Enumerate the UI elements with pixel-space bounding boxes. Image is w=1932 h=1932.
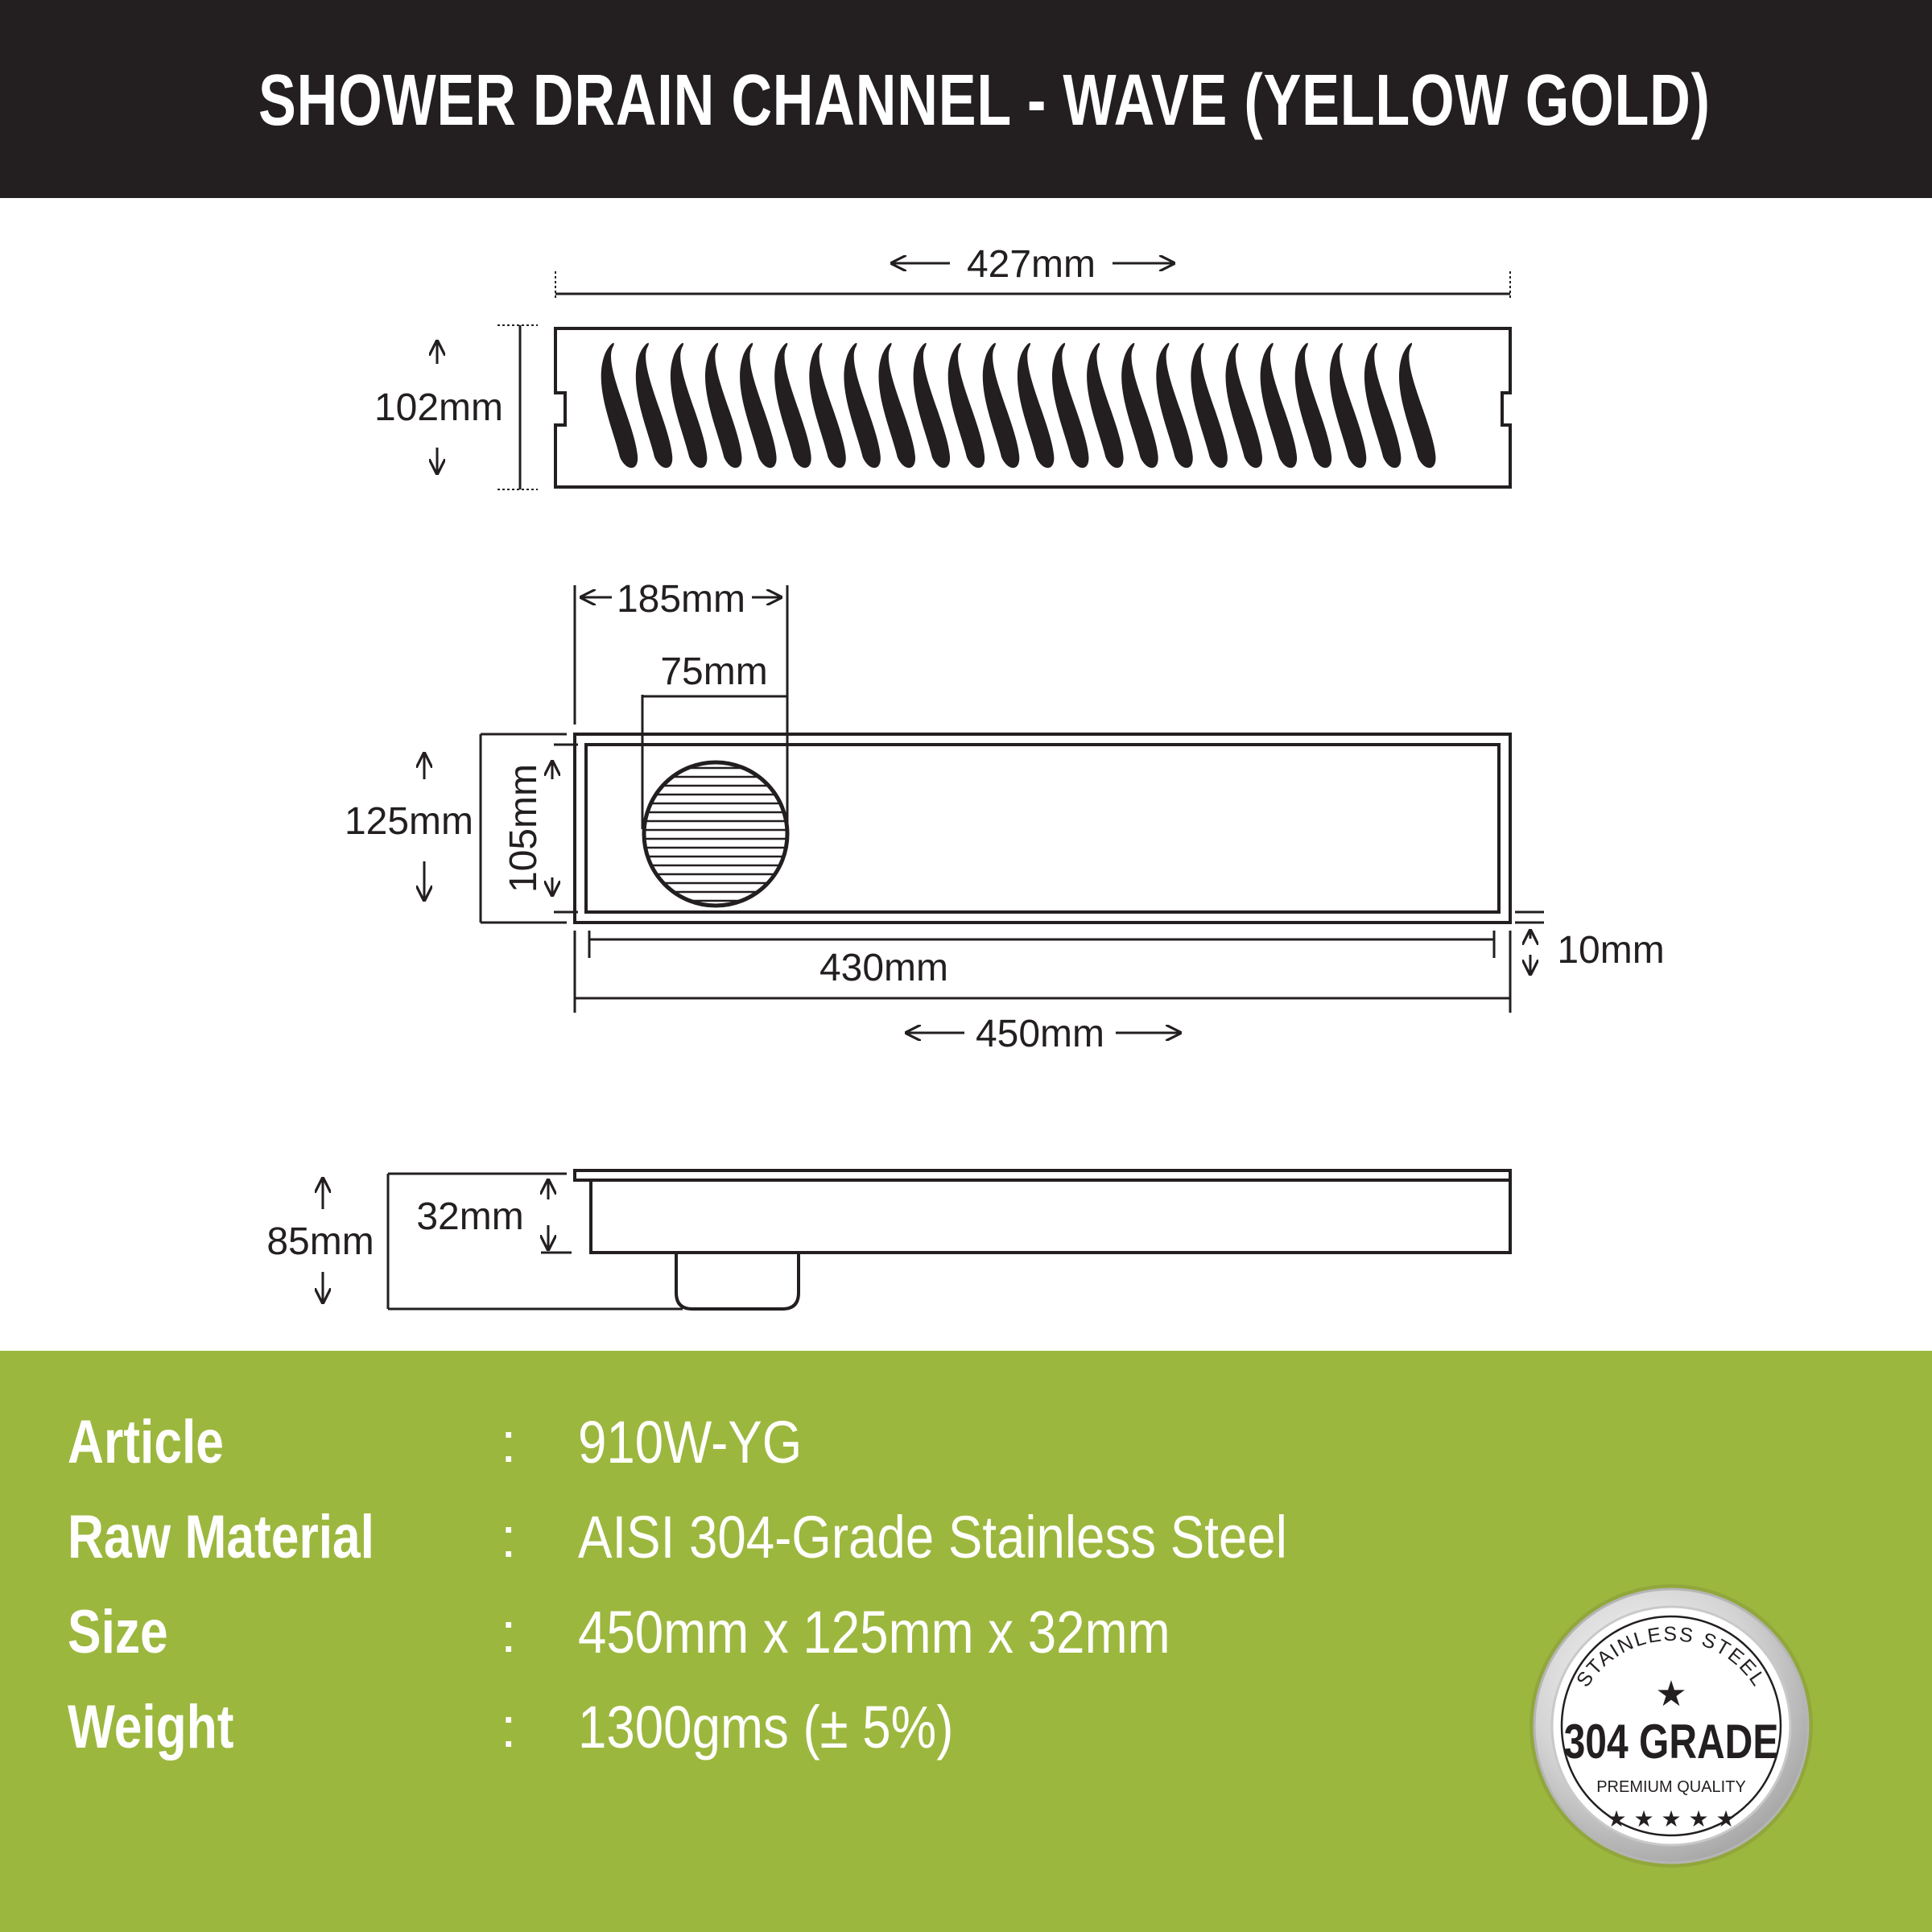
wave-slot (844, 342, 881, 469)
inner-length-label: 430mm (819, 947, 948, 989)
outer-length-label: 450mm (976, 1013, 1104, 1055)
wave-slot (1121, 342, 1158, 469)
header-bar: SHOWER DRAIN CHANNEL - WAVE (YELLOW GOLD… (0, 0, 1932, 198)
page-title: SHOWER DRAIN CHANNEL - WAVE (YELLOW GOLD… (258, 60, 1711, 141)
wave-slot (1017, 342, 1055, 469)
badge-star-icon: ★ (1655, 1674, 1686, 1715)
wave-slot (947, 342, 985, 469)
spec-row-article: Article : 910W-YG (0, 1402, 1932, 1483)
wave-slot (1191, 342, 1228, 469)
wave-slot (705, 342, 742, 469)
spec-label-raw-material: Raw Material (68, 1503, 374, 1571)
spec-separator: : (501, 1601, 517, 1664)
wave-slot (878, 342, 915, 469)
grade-badge: STAINLESS STEEL ★ 304 GRADE PREMIUM QUAL… (1526, 1581, 1816, 1871)
wave-slot (1260, 342, 1298, 469)
wave-slot (1364, 342, 1402, 469)
outlet-diameter-label: 75mm (660, 650, 767, 693)
spec-value-weight: 1300gms (± 5%) (578, 1694, 954, 1761)
spec-row-raw-material: Raw Material : AISI 304-Grade Stainless … (0, 1497, 1932, 1578)
wave-slot (1225, 342, 1262, 469)
spec-label-weight: Weight (68, 1693, 234, 1761)
top-view-grating: 427mm 102mm (374, 243, 1512, 490)
depth-label: 32mm (416, 1195, 523, 1238)
wave-slot (1329, 342, 1367, 469)
spec-label-size: Size (68, 1598, 168, 1666)
wave-slot (1087, 342, 1124, 469)
top-height-label: 102mm (374, 386, 503, 429)
plan-view-channel: 185mm 75mm 125mm 105mm 4 (345, 578, 1665, 1055)
side-view: 85mm 32mm (266, 1169, 1512, 1311)
badge-grade: 304 GRADE (1564, 1715, 1779, 1769)
wave-slots (601, 342, 1436, 469)
wave-slot (601, 342, 638, 469)
spec-separator: : (501, 1696, 517, 1759)
badge-stars-icon: ★ ★ ★ ★ ★ (1606, 1806, 1736, 1832)
wave-slot (774, 342, 811, 469)
wave-slot (635, 342, 673, 469)
wave-slot (740, 342, 777, 469)
wave-slot (1156, 342, 1193, 469)
total-height-label: 85mm (266, 1220, 374, 1263)
spec-separator: : (501, 1411, 517, 1474)
wave-slot (809, 342, 846, 469)
spec-value-size: 450mm x 125mm x 32mm (578, 1599, 1170, 1666)
wave-slot (670, 342, 708, 469)
inner-width-label: 105mm (502, 764, 545, 893)
top-length-label: 427mm (967, 243, 1096, 286)
wave-slot (913, 342, 951, 469)
spec-label-article: Article (68, 1408, 224, 1476)
spec-separator: : (501, 1506, 517, 1569)
technical-drawing: 427mm 102mm 185mm 75mm (0, 198, 1932, 1351)
wave-slot (1052, 342, 1089, 469)
badge-quality: PREMIUM QUALITY (1596, 1778, 1746, 1796)
spec-row-size: Size : 450mm x 125mm x 32mm (0, 1592, 1932, 1673)
rim-label: 10mm (1557, 929, 1664, 972)
outlet-offset-label: 185mm (617, 578, 745, 621)
width-label: 125mm (345, 800, 473, 843)
spec-value-raw-material: AISI 304-Grade Stainless Steel (578, 1504, 1287, 1571)
wave-slot (1294, 342, 1332, 469)
spec-row-weight: Weight : 1300gms (± 5%) (0, 1687, 1932, 1768)
wave-slot (1399, 342, 1436, 469)
spec-value-article: 910W-YG (578, 1409, 803, 1476)
wave-slot (982, 342, 1020, 469)
